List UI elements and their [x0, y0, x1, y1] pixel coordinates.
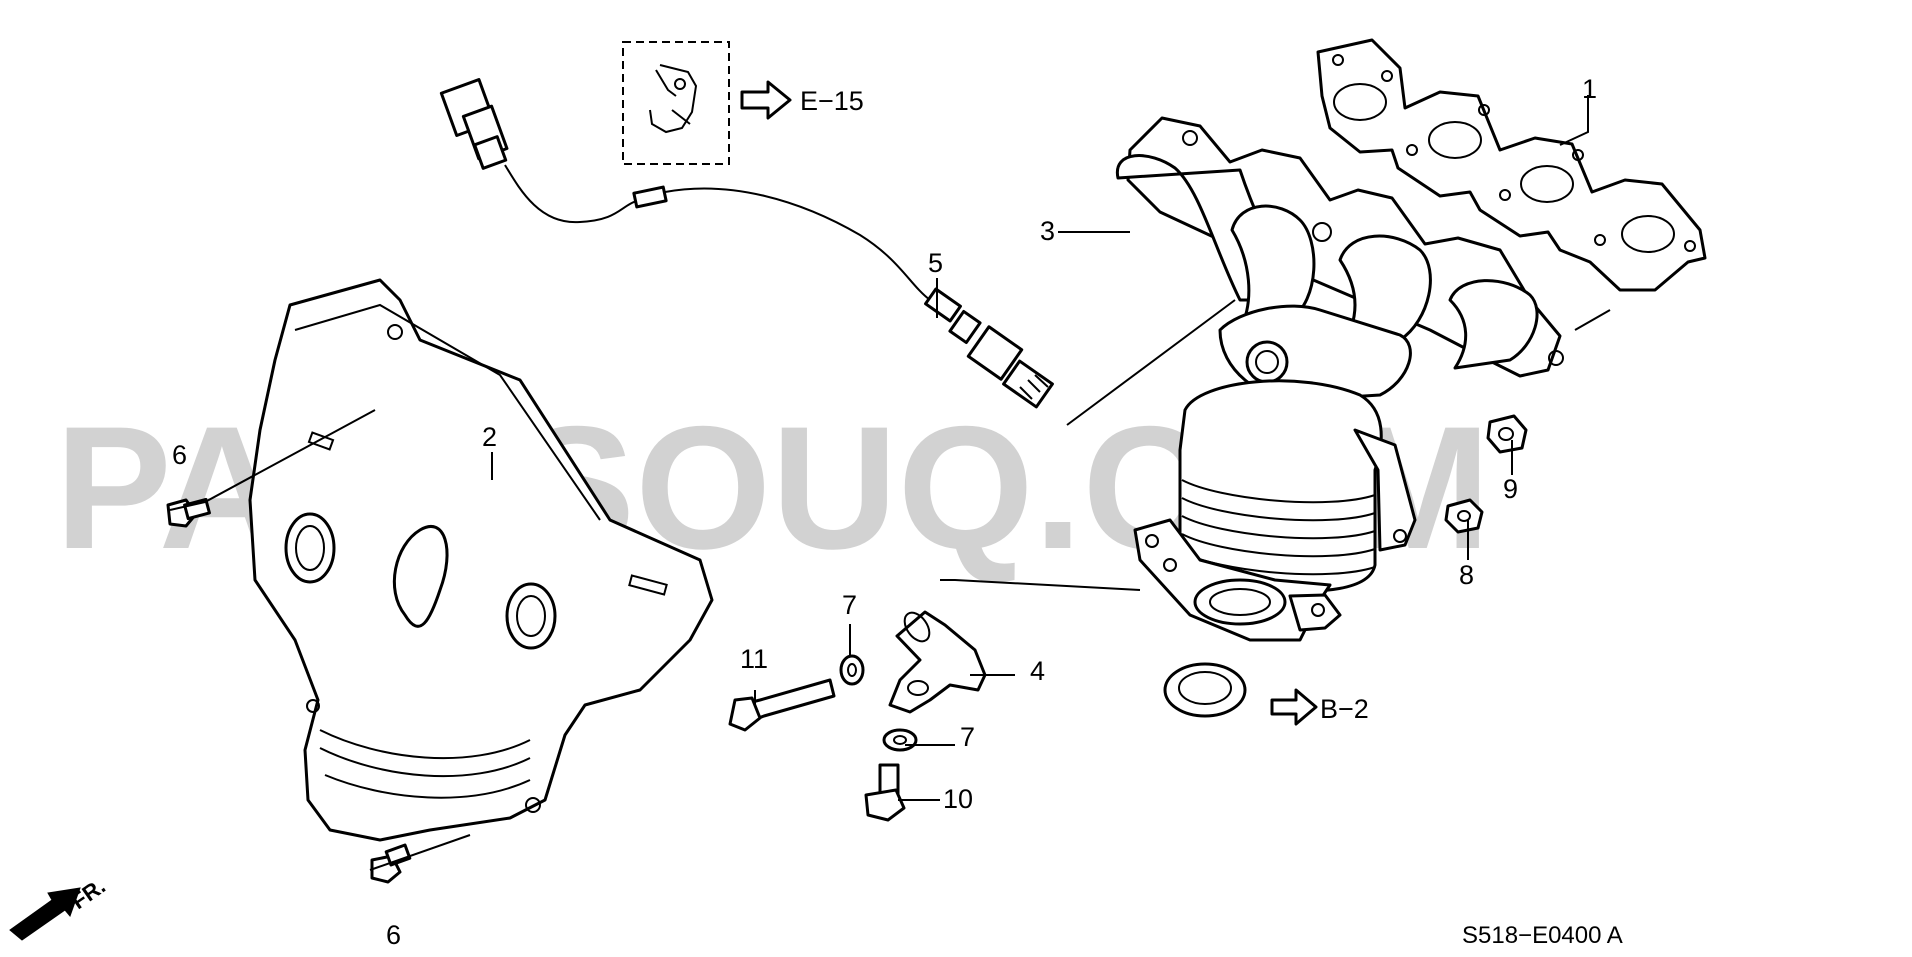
callout-11: 11	[740, 644, 768, 674]
front-direction-marker: FR.	[9, 873, 110, 941]
callout-6-lower: 6	[386, 920, 401, 950]
callout-4: 4	[1030, 656, 1045, 686]
part-8-nut[interactable]	[1444, 498, 1484, 534]
part-10-bolt[interactable]	[864, 763, 906, 822]
diagram-code: S518−E0400 A	[1462, 922, 1623, 949]
callout-9: 9	[1503, 474, 1518, 504]
part-2-heat-shield[interactable]	[248, 278, 714, 842]
part-3-exhaust-manifold-converter[interactable]	[1115, 116, 1564, 642]
arrow-to-e15[interactable]: E−15	[740, 80, 864, 120]
part-9-nut[interactable]	[1486, 414, 1528, 454]
arrow-to-b2[interactable]: B−2	[1270, 688, 1369, 726]
callout-8: 8	[1459, 560, 1474, 590]
leader-lines	[169, 95, 1611, 871]
converter-gasket[interactable]	[1163, 662, 1247, 718]
part-7-washer-lower[interactable]	[882, 728, 918, 752]
part-5-oxygen-sensor[interactable]	[439, 78, 1054, 409]
callout-3: 3	[1040, 216, 1055, 246]
clip-detail-box[interactable]	[622, 41, 730, 165]
part-4-bracket[interactable]	[888, 608, 987, 714]
part-1-manifold-gasket[interactable]	[1316, 38, 1707, 292]
callout-5: 5	[928, 248, 943, 278]
callout-7-upper: 7	[842, 590, 857, 620]
callout-6-upper: 6	[172, 440, 187, 470]
callout-1: 1	[1582, 74, 1597, 104]
part-7-washer-upper[interactable]	[839, 654, 865, 686]
ref-e15-label: E−15	[800, 86, 864, 116]
ref-b2-label: B−2	[1320, 694, 1369, 724]
callout-7-lower: 7	[960, 722, 975, 752]
part-11-bolt[interactable]	[728, 678, 836, 732]
front-arrow-icon	[9, 887, 81, 941]
callout-2: 2	[482, 422, 497, 452]
callout-10: 10	[943, 784, 973, 814]
